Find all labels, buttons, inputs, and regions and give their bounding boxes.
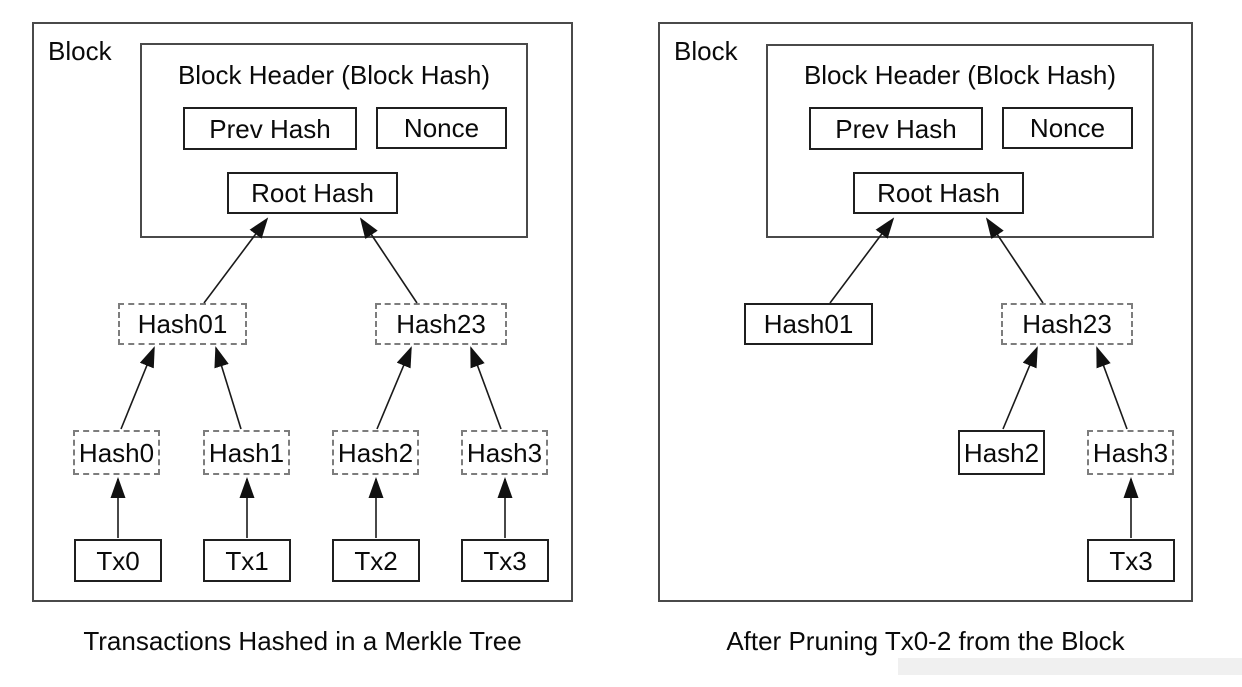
hash1-box: Hash1	[203, 430, 290, 475]
hash3-box: Hash3	[1087, 430, 1174, 475]
hash01-box: Hash01	[744, 303, 873, 345]
block-header-box	[766, 44, 1154, 238]
hash01-box: Hash01	[118, 303, 247, 345]
caption-merkle-tree: Transactions Hashed in a Merkle Tree	[83, 626, 522, 656]
block-label: Block	[48, 36, 112, 66]
hash23-box: Hash23	[1001, 303, 1133, 345]
tx1-box: Tx1	[203, 539, 291, 582]
tx3-box: Tx3	[461, 539, 549, 582]
block-header-box	[140, 43, 528, 238]
root-hash-box: Root Hash	[227, 172, 398, 214]
hash23-box: Hash23	[375, 303, 507, 345]
hash0-box: Hash0	[73, 430, 160, 475]
root-hash-box: Root Hash	[853, 172, 1024, 214]
block-outline	[32, 22, 573, 602]
hash2-box: Hash2	[958, 430, 1045, 475]
block-outline	[658, 22, 1193, 602]
block-header-title: Block Header (Block Hash)	[177, 60, 491, 90]
hash2-box: Hash2	[332, 430, 419, 475]
prev-hash-box: Prev Hash	[183, 107, 357, 150]
tx2-box: Tx2	[332, 539, 420, 582]
hash3-box: Hash3	[461, 430, 548, 475]
block-label: Block	[674, 36, 738, 66]
prev-hash-box: Prev Hash	[809, 107, 983, 150]
nonce-box: Nonce	[376, 107, 507, 149]
scan-artifact-bar	[898, 658, 1242, 675]
nonce-box: Nonce	[1002, 107, 1133, 149]
block-header-title: Block Header (Block Hash)	[803, 60, 1117, 90]
caption-pruned-block: After Pruning Tx0-2 from the Block	[726, 626, 1125, 656]
tx3-box: Tx3	[1087, 539, 1175, 582]
tx0-box: Tx0	[74, 539, 162, 582]
